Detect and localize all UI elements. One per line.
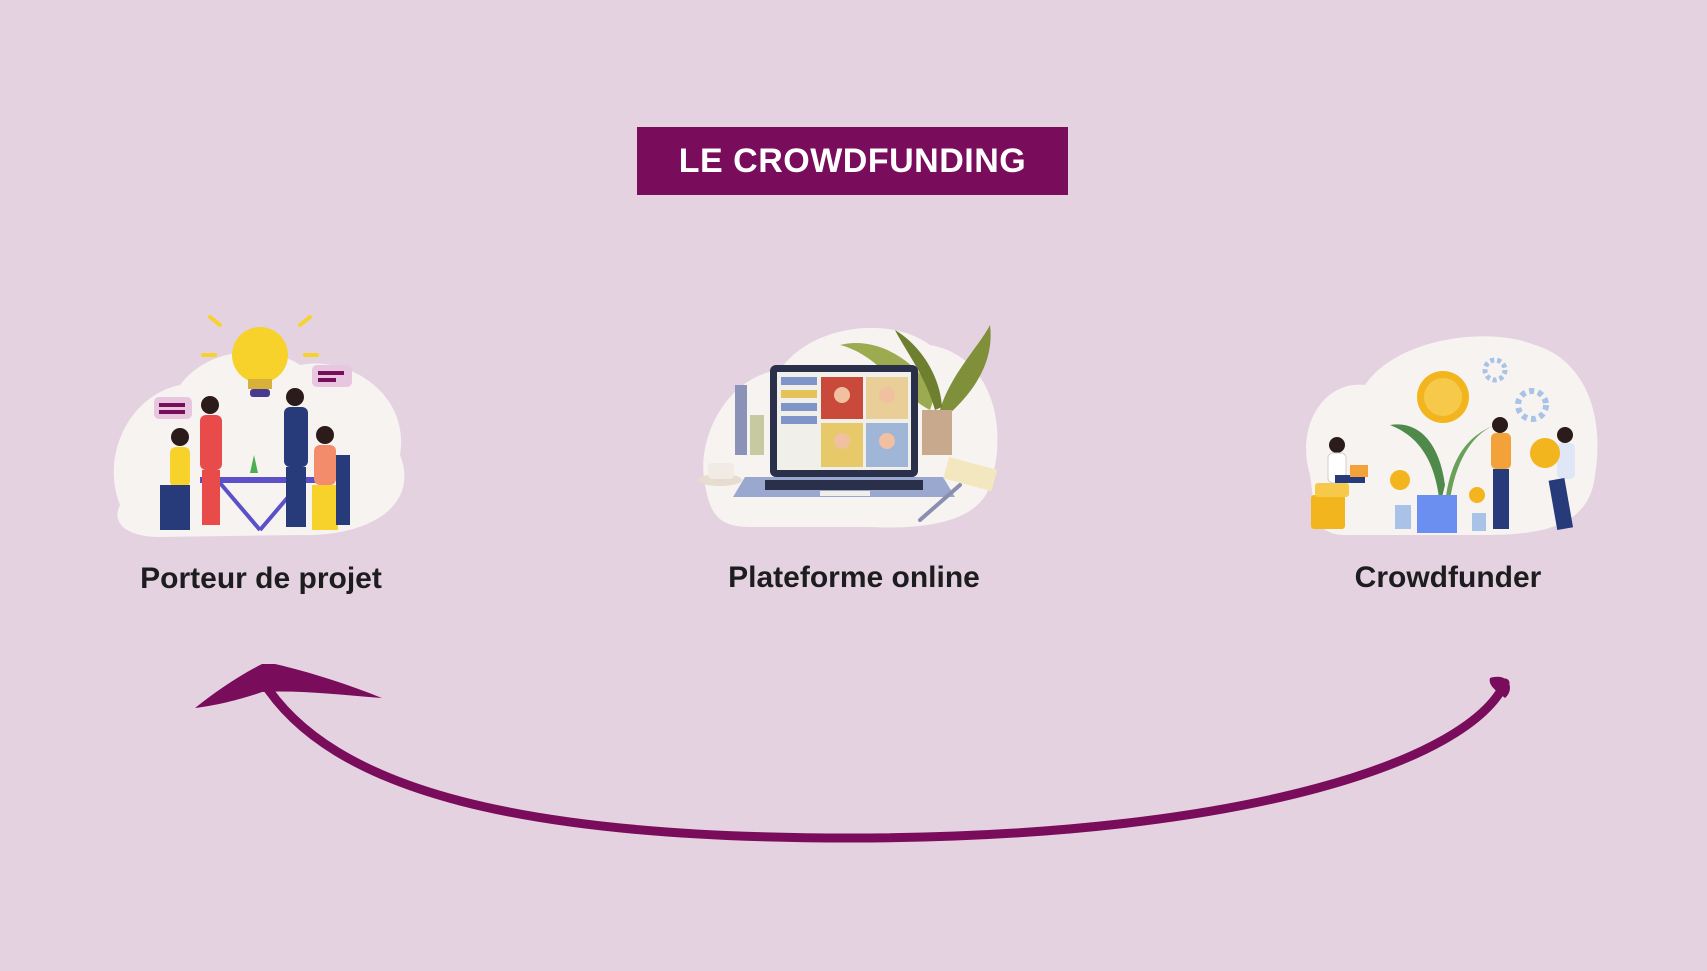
laptop-video-call-illustration: [698, 325, 998, 528]
title-banner: LE CROWDFUNDING: [637, 127, 1068, 195]
node-label-project-owner: Porteur de projet: [140, 562, 382, 595]
page-title: LE CROWDFUNDING: [678, 141, 1027, 180]
team-lightbulb-illustration: [113, 315, 405, 537]
arrow-head: [195, 664, 382, 708]
node-label-crowdfunder: Crowdfunder: [1354, 561, 1542, 594]
money-growth-illustration: [1306, 336, 1598, 535]
node-label-online-platform: Plateforme online: [728, 561, 980, 594]
